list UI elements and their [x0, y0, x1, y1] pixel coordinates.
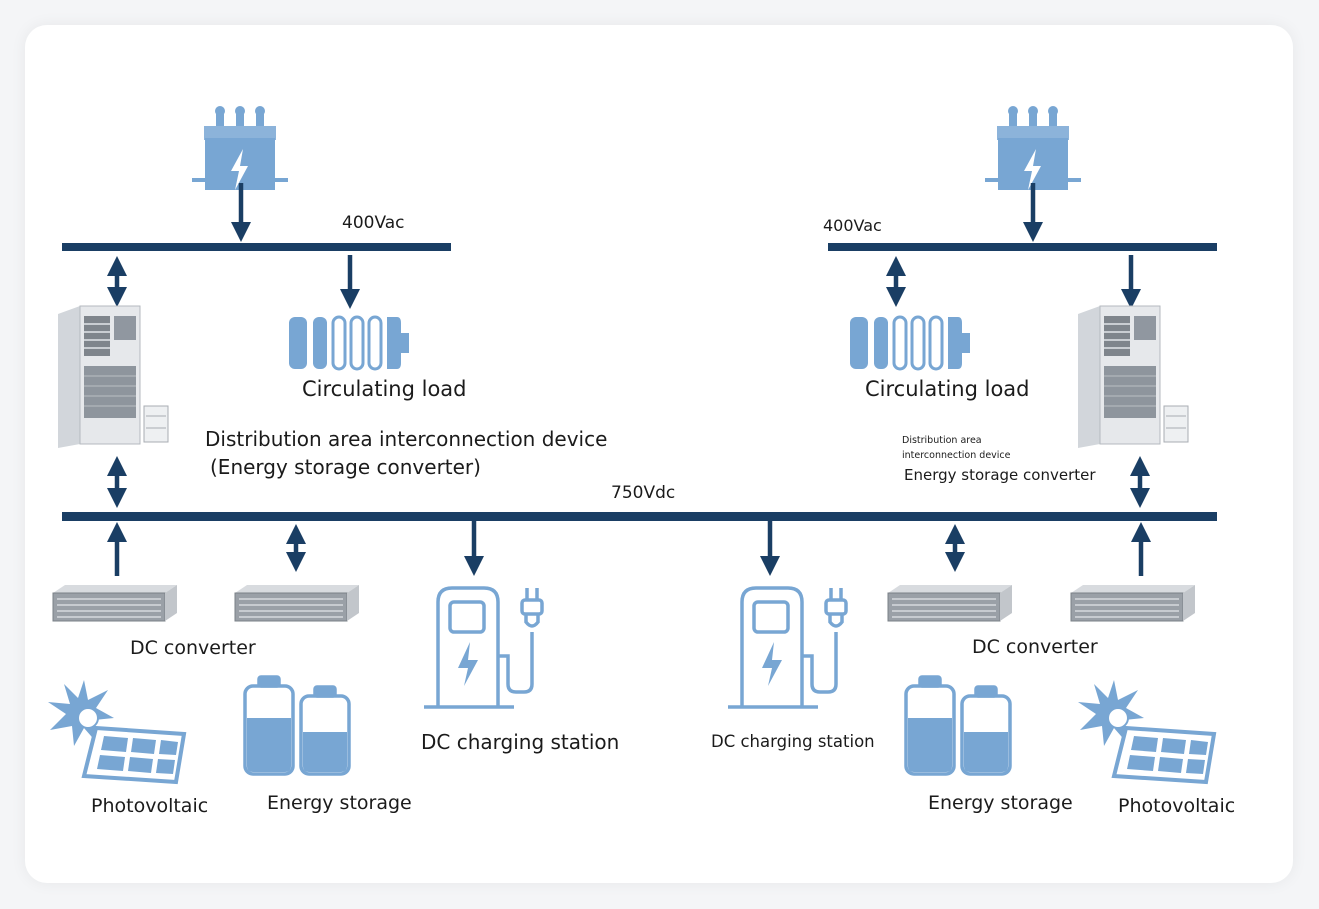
- device-label-right-line2: interconnection device: [902, 450, 1011, 461]
- photovoltaic-label-right: Photovoltaic: [1118, 795, 1236, 817]
- battery-icon-left: [243, 675, 351, 776]
- dc-converter-icon-3: [887, 584, 1013, 622]
- circulating-load-icon-right: [848, 315, 972, 371]
- solar-panel-icon-right: [1076, 678, 1216, 784]
- dc-converter-label-right: DC converter: [972, 636, 1098, 658]
- cabinet-icon-left: [57, 305, 169, 449]
- connection-arrows: [107, 183, 1151, 576]
- device-label-left-line2: (Energy storage converter): [210, 455, 481, 479]
- energy-storage-label-left: Energy storage: [267, 792, 412, 814]
- ac-bus-right: [828, 243, 1217, 251]
- cabinet-icon-right: [1077, 305, 1189, 449]
- transformer-icon-right: [985, 106, 1081, 190]
- ac-bus-left: [62, 243, 451, 251]
- dc-bus: [62, 512, 1217, 521]
- circulating-load-label-left: Circulating load: [302, 377, 467, 401]
- solar-panel-icon-left: [46, 678, 186, 784]
- transformer-icon-left: [192, 106, 288, 190]
- charging-station-icon-left: [422, 586, 544, 709]
- charging-station-label-left: DC charging station: [421, 730, 620, 754]
- circulating-load-icon-left: [287, 315, 411, 371]
- device-label-right-line1: Distribution area: [902, 435, 982, 446]
- dc-converter-label-left: DC converter: [130, 637, 256, 659]
- device-label-left-line1: Distribution area interconnection device: [205, 427, 608, 451]
- charging-station-icon-right: [726, 586, 848, 709]
- dc-converter-icon-1: [52, 584, 178, 622]
- energy-storage-label-right: Energy storage: [928, 792, 1073, 814]
- circulating-load-label-right: Circulating load: [865, 377, 1030, 401]
- ac-bus-right-label: 400Vac: [823, 216, 882, 235]
- battery-icon-right: [904, 675, 1012, 776]
- dc-bus-label: 750Vdc: [611, 483, 676, 503]
- dc-converter-icon-2: [234, 584, 360, 622]
- photovoltaic-label-left: Photovoltaic: [91, 795, 209, 817]
- ac-bus-left-label: 400Vac: [342, 213, 405, 233]
- device-label-right-line3: Energy storage converter: [904, 466, 1096, 484]
- dc-converter-icon-4: [1070, 584, 1196, 622]
- charging-station-label-right: DC charging station: [711, 732, 875, 751]
